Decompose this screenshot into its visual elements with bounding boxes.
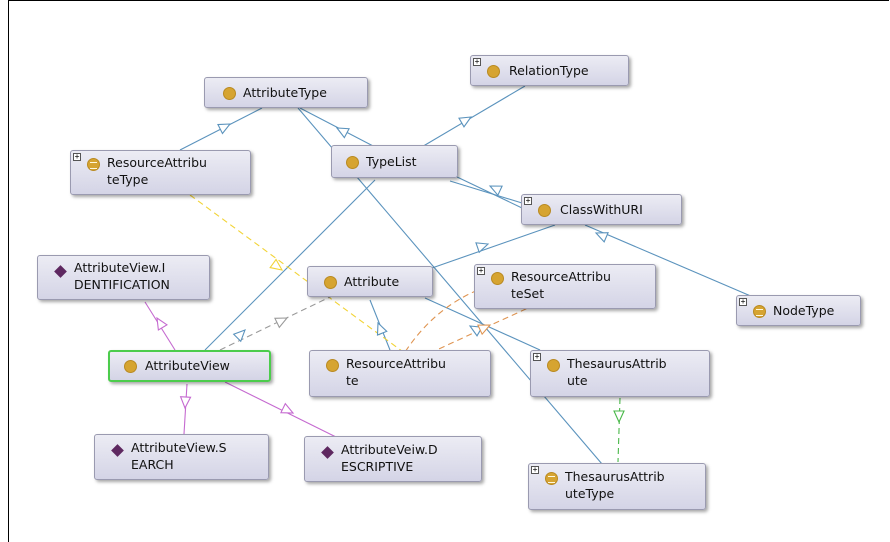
- edge-nodetype-classwithuri: [584, 224, 761, 301]
- expand-icon[interactable]: +: [739, 297, 747, 306]
- edge-thesaurusattribute-attribute: [424, 297, 541, 351]
- node-thesaurusattribute[interactable]: + ThesaurusAttrib ute: [530, 350, 710, 397]
- arrowhead: [594, 232, 609, 243]
- arrowhead: [613, 410, 625, 424]
- edge-attributeview-descriptive: [224, 381, 339, 439]
- individual-icon: [321, 446, 334, 459]
- node-label: AttributeView: [145, 358, 230, 373]
- equivalent-class-icon: [545, 472, 558, 485]
- class-icon: [326, 359, 339, 372]
- individual-icon: [54, 265, 67, 278]
- arrowhead: [280, 402, 295, 414]
- arrowhead: [376, 321, 388, 336]
- node-label: Attribute: [344, 274, 400, 289]
- edge-attributeview-typelist: [204, 179, 376, 351]
- expand-icon[interactable]: +: [524, 196, 532, 205]
- node-label: ThesaurusAttrib uteType: [565, 469, 665, 501]
- class-icon: [346, 156, 359, 169]
- node-label: ResourceAttribu te: [346, 356, 446, 388]
- node-attributeview-descriptive[interactable]: AttributeVeiw.D ESCRIPTIVE: [304, 436, 482, 482]
- class-icon: [223, 87, 236, 100]
- node-resourceattributetype[interactable]: + ResourceAttribu teType: [70, 150, 251, 195]
- edge-yellow-dashed: [189, 194, 411, 358]
- edge-attributeview-search: [183, 383, 188, 435]
- edge-typelist-relationtype: [419, 85, 526, 149]
- edge-orange-dashed-1: [399, 289, 479, 361]
- individual-icon: [111, 444, 124, 457]
- node-attributeview-search[interactable]: AttributeView.S EARCH: [94, 434, 269, 480]
- class-icon: [124, 360, 137, 373]
- node-label: AttributeView.I DENTIFICATION: [74, 260, 170, 292]
- arrowhead: [179, 396, 192, 410]
- edge-green-dashed: [617, 397, 621, 463]
- class-icon: [547, 359, 560, 372]
- node-relationtype[interactable]: + RelationType: [470, 55, 629, 86]
- node-attributetype[interactable]: AttributeType: [204, 77, 368, 108]
- expand-icon[interactable]: +: [477, 266, 485, 275]
- equivalent-class-icon: [87, 158, 100, 171]
- node-thesaurusattributetype[interactable]: + ThesaurusAttrib uteType: [528, 463, 706, 510]
- node-attribute[interactable]: Attribute: [307, 266, 433, 297]
- edge-gray-dashed: [219, 295, 333, 351]
- expand-icon[interactable]: +: [531, 465, 539, 474]
- node-label: ClassWithURI: [560, 202, 643, 217]
- edge-attribute-classwithuri: [431, 224, 556, 269]
- arrowhead: [488, 185, 503, 197]
- node-nodetype[interactable]: + NodeType: [736, 295, 861, 326]
- node-label: TypeList: [366, 154, 417, 169]
- arrowhead: [217, 123, 232, 135]
- class-icon: [487, 65, 500, 78]
- arrowhead: [269, 258, 284, 271]
- equivalent-class-icon: [753, 305, 766, 318]
- node-attributeview-identification[interactable]: AttributeView.I DENTIFICATION: [37, 255, 210, 300]
- arrowhead: [335, 127, 350, 139]
- expand-icon[interactable]: +: [533, 352, 541, 361]
- edge-classwithuri-typelist: [454, 175, 523, 209]
- arrowhead: [156, 316, 168, 331]
- arrowhead: [475, 242, 490, 254]
- expand-icon[interactable]: +: [73, 152, 81, 161]
- node-label: AttributeView.S EARCH: [131, 440, 227, 472]
- arrowhead: [274, 317, 289, 329]
- node-label: AttributeVeiw.D ESCRIPTIVE: [341, 442, 438, 474]
- arrowhead: [232, 329, 246, 343]
- class-icon: [491, 272, 504, 285]
- class-icon: [538, 204, 551, 217]
- arrowhead: [458, 116, 473, 128]
- node-label: ResourceAttribu teType: [107, 155, 207, 187]
- node-resourceattribute[interactable]: ResourceAttribu te: [309, 350, 491, 397]
- class-icon: [324, 276, 337, 289]
- node-label: NodeType: [773, 303, 835, 318]
- node-label: ResourceAttribu teSet: [511, 269, 611, 301]
- node-typelist[interactable]: TypeList: [331, 145, 458, 178]
- node-label: ThesaurusAttrib ute: [567, 356, 667, 388]
- node-classwithuri[interactable]: + ClassWithURI: [521, 194, 682, 225]
- node-label: RelationType: [509, 63, 589, 78]
- expand-icon[interactable]: +: [473, 57, 481, 66]
- edge-classwithuri-typelist-2: [449, 180, 523, 204]
- arrowhead: [477, 324, 492, 336]
- node-resourceattributeset[interactable]: + ResourceAttribu teSet: [474, 264, 656, 309]
- node-label: AttributeType: [243, 85, 327, 100]
- diagram-canvas[interactable]: [8, 0, 889, 542]
- node-attributeview[interactable]: AttributeView: [108, 350, 271, 382]
